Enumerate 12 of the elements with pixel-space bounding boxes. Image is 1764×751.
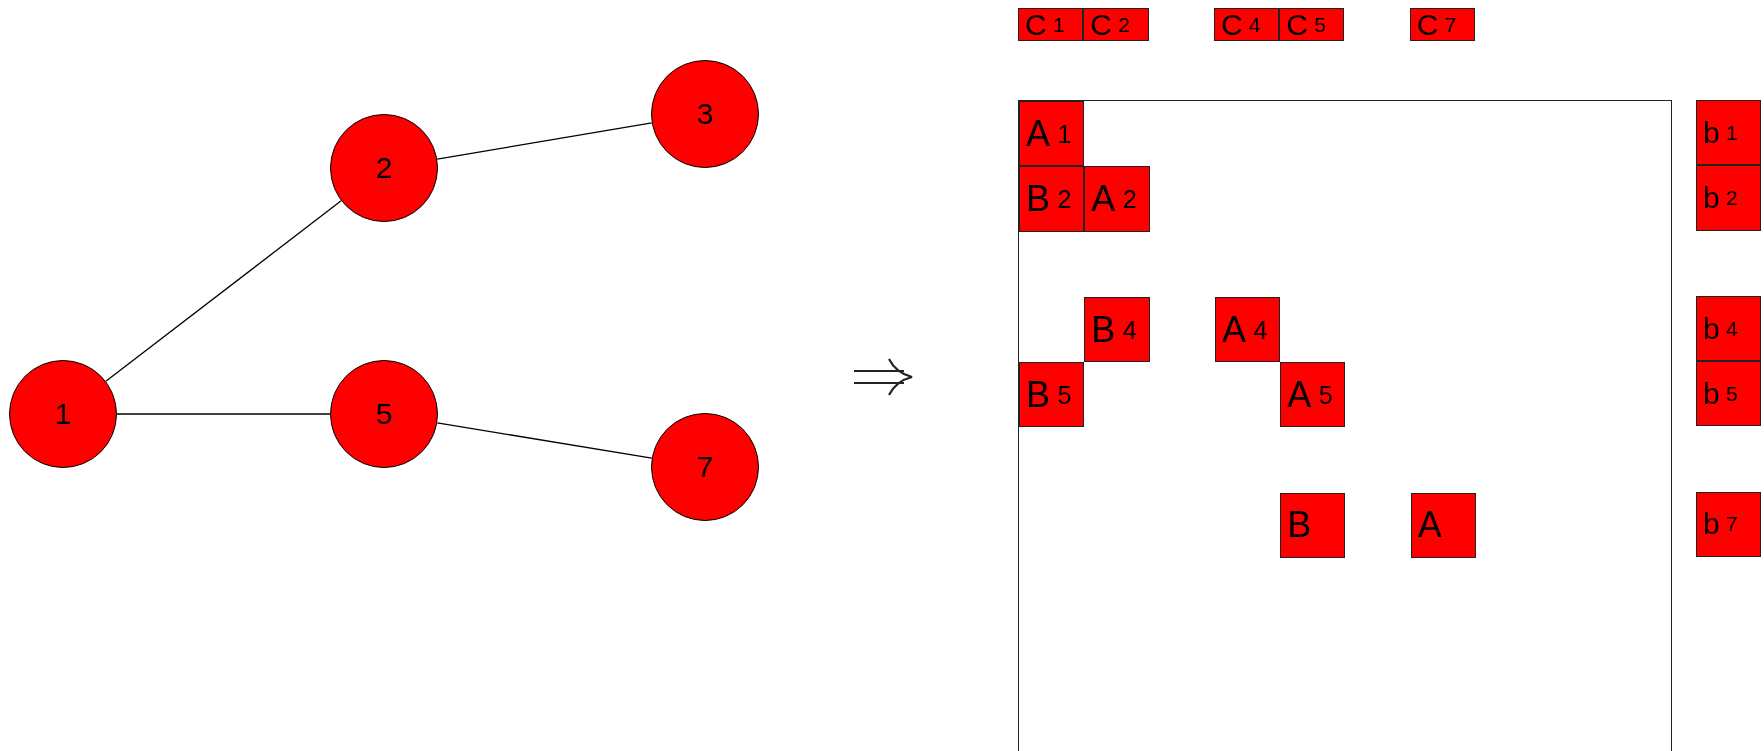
connector-line xyxy=(436,422,653,459)
connector-line xyxy=(436,122,653,160)
connector-line xyxy=(116,413,331,415)
matrix-frame xyxy=(1018,100,1672,751)
matrix-cell: B xyxy=(1280,492,1346,559)
graph-node: 2 xyxy=(330,114,438,222)
graph-node: 5 xyxy=(330,360,438,468)
matrix-cell: A xyxy=(1410,492,1477,559)
graph-node: 1 xyxy=(9,360,117,468)
graph-node: 7 xyxy=(651,413,759,521)
graph-node: 3 xyxy=(651,60,759,168)
connector-line xyxy=(105,200,342,382)
